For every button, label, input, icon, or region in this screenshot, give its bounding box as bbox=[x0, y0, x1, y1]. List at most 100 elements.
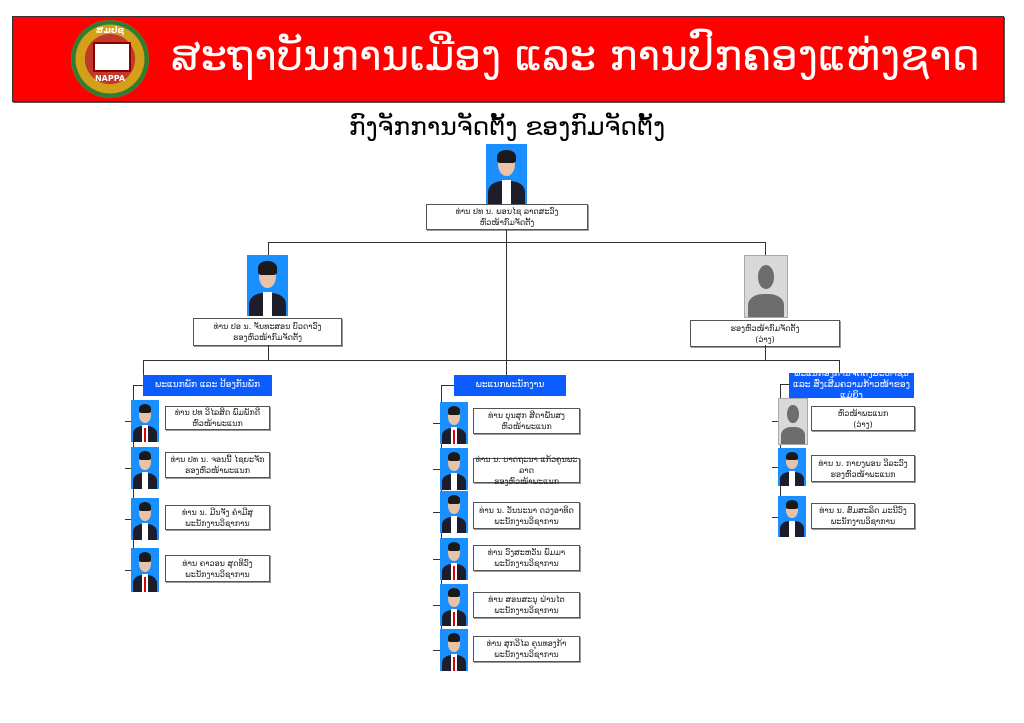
member-photo bbox=[440, 584, 468, 626]
connector-line bbox=[433, 559, 441, 560]
department-title: ພະແນກພະນັກງານ bbox=[475, 380, 545, 390]
header-banner: ສມປຊ NAPPA ສະຖາບັນການເມືອງ ແລະ ການປົກຄອງ… bbox=[12, 16, 1004, 102]
person-name: ທ່ານ ປອ ນ. ຈັນທະສອນ ບົວດາວົງ bbox=[213, 322, 322, 331]
connector-line bbox=[433, 605, 441, 606]
member-box: ທ່ານ ສຸກວິໄລ ຄູນທອງກ້າພະນັກງານວິຊາການ bbox=[473, 636, 580, 662]
person-name: ຫົວໜ້າພະແນກ bbox=[837, 408, 889, 418]
connector-line bbox=[433, 469, 441, 470]
connector-line bbox=[772, 420, 780, 422]
person-role: ຮອງຫົວໜ້າພະແນກ bbox=[830, 469, 896, 479]
connector-line bbox=[143, 360, 144, 375]
member-photo bbox=[440, 538, 468, 580]
connector-line bbox=[125, 519, 133, 520]
connector-line bbox=[125, 570, 133, 571]
person-role: (ວ່າງ) bbox=[853, 419, 873, 429]
connector-line bbox=[772, 467, 780, 468]
member-photo bbox=[131, 447, 159, 489]
member-box: ທ່ານ ນ. ກາຍງພອນ ວິລະວົງຮອງຫົວໜ້າພະແນກ bbox=[811, 455, 915, 482]
member-photo bbox=[131, 548, 159, 592]
member-photo bbox=[778, 448, 806, 486]
person-role: ພະນັກງານວິຊາການ bbox=[185, 518, 250, 528]
institute-name: ສະຖາບັນການເມືອງ ແລະ ການປົກຄອງແຫ່ງຊາດ bbox=[171, 31, 980, 80]
member-box: ທ່ານ ສອນສະນຸ ຝ່ານໄຕພະນັກງານວິຊາການ bbox=[473, 592, 580, 618]
member-photo bbox=[440, 402, 468, 444]
person-role: ພະນັກງານວິຊາການ bbox=[494, 650, 559, 659]
member-box: ທ່ານ ວົງສະຫວັນ ພົມມາພະນັກງານວິຊາການ bbox=[473, 545, 580, 571]
member-photo bbox=[131, 400, 159, 442]
member-box: ທ່ານ ຄາວອນ ສຸດທິວົງພະນັກງານວິຊາການ bbox=[165, 555, 270, 582]
connector-line bbox=[506, 229, 507, 242]
page-title: ກົງຈັກການຈັດຕັ້ງ ຂອງກົມຈັດຕັ້ງ bbox=[348, 112, 666, 141]
person-name: ທ່ານ ນ. ວັນນະນາ ດວງອາທິດ bbox=[479, 505, 574, 515]
connector-line bbox=[433, 512, 441, 513]
connector-line bbox=[765, 242, 766, 255]
person-role: ຮອງຫົວໜ້າພະແນກ bbox=[185, 466, 250, 475]
connector-line bbox=[268, 242, 766, 243]
connector-line bbox=[433, 423, 441, 424]
deputy-vacant-photo bbox=[744, 255, 788, 318]
person-name: ຮອງຫົວໜ້າກົມຈັດຕັ້ງ bbox=[730, 323, 800, 333]
person-name: ທ່ານ ນ. ມີນຈັງ ຄຳມີສຸ bbox=[181, 507, 254, 517]
connector-line bbox=[839, 360, 840, 373]
department-header: ພະແນກພັກ ແລະ ປ້ອງກັນພັກ bbox=[143, 375, 272, 396]
deputy-box: ທ່ານ ປອ ນ. ຈັນທະສອນ ບົວດາວົງຮອງຫົວໜ້າກົມ… bbox=[193, 318, 342, 346]
person-name: ທ່ານ ວົງສະຫວັນ ພົມມາ bbox=[487, 548, 566, 557]
member-photo bbox=[778, 398, 808, 445]
connector-line bbox=[441, 385, 454, 386]
book-icon bbox=[93, 42, 131, 72]
person-name: ທ່ານ ສຸກວິໄລ ຄູນທອງກ້າ bbox=[486, 639, 567, 648]
person-role: ພະນັກງານວິຊາການ bbox=[494, 516, 559, 526]
connector-line bbox=[125, 468, 133, 469]
person-name: ທ່ານ ປທ ນ. ພອນໄຊ ລາດສະວົງ bbox=[455, 207, 559, 216]
person-role: ພະນັກງານວິຊາການ bbox=[185, 569, 250, 579]
person-name: ທ່ານ ສອນສະນຸ ຝ່ານໄຕ bbox=[488, 595, 565, 604]
person-role: ຮອງຫົວໜ້າພະແນກ bbox=[494, 477, 559, 486]
logo-text-top: ສມປຊ bbox=[95, 26, 125, 36]
person-name: ທ່ານ ນ. ສົມສະລິດ ມະນີວົງ bbox=[819, 506, 907, 515]
person-name: ທ່ານ ນ. ບາດຖະນາ ແກ້ວຄູນພະລາດ bbox=[475, 455, 578, 475]
person-name: ທ່ານ ປທ ວິໄລສິດ ພົມພັກດີ bbox=[174, 408, 261, 417]
person-role: ຫົວໜ້າພະແນກ bbox=[501, 422, 552, 431]
person-role: ຫົວໜ້າກົມຈັດຕັ້ງ bbox=[479, 218, 535, 227]
department-title-line2: ແລະ ສົ່ງເສີມຄວາມກ້າວໜ້າຂອງແມ່ຍິງ bbox=[793, 380, 910, 401]
director-box: ທ່ານ ປທ ນ. ພອນໄຊ ລາດສະວົງຫົວໜ້າກົມຈັດຕັ້… bbox=[426, 204, 588, 230]
department-title: ພະແນກພັກ ແລະ ປ້ອງກັນພັກ bbox=[155, 380, 260, 390]
connector-line bbox=[268, 345, 269, 360]
person-role: ຮອງຫົວໜ້າກົມຈັດຕັ້ງ bbox=[233, 333, 302, 342]
connector-line bbox=[765, 345, 766, 360]
member-photo bbox=[440, 629, 468, 671]
deputy-photo bbox=[247, 255, 288, 316]
person-name: ທ່ານ ຄາວອນ ສຸດທິວົງ bbox=[182, 558, 253, 568]
department-header: ພະແນກອົງການຈັດຕັ້ງມະຫາຊົນແລະ ສົ່ງເສີມຄວາ… bbox=[789, 369, 914, 401]
connector-line bbox=[772, 516, 780, 518]
connector-line bbox=[506, 242, 507, 375]
person-role: ຫົວໜ້າພະແນກ bbox=[192, 419, 243, 428]
person-role: ພະນັກງານວິຊາການ bbox=[494, 606, 559, 615]
connector-line bbox=[780, 384, 789, 385]
member-box: ທ່ານ ບຸນສຸກ ສີດາພັນສງຫົວໜ້າພະແນກ bbox=[473, 408, 580, 434]
member-box: ທ່ານ ປທ ນ. ຈອນນີ້ ໄຊຍະຈັກຮອງຫົວໜ້າພະແນກ bbox=[165, 452, 270, 478]
department-header: ພະແນກພະນັກງານ bbox=[454, 375, 566, 396]
connector-line bbox=[133, 385, 143, 386]
person-name: ທ່ານ ນ. ກາຍງພອນ ວິລະວົງ bbox=[818, 458, 908, 468]
member-photo bbox=[131, 498, 159, 540]
person-name: ທ່ານ ປທ ນ. ຈອນນີ້ ໄຊຍະຈັກ bbox=[170, 455, 265, 464]
logo-text-bottom: NAPPA bbox=[94, 74, 126, 83]
member-photo bbox=[440, 491, 468, 533]
member-photo bbox=[440, 448, 468, 490]
director-photo bbox=[486, 144, 527, 204]
department-title: ພະແນກອົງການຈັດຕັ້ງມະຫາຊົນ bbox=[794, 369, 909, 379]
member-box: ທ່ານ ປທ ວິໄລສິດ ພົມພັກດີຫົວໜ້າພະແນກ bbox=[165, 406, 270, 430]
person-role: ພະນັກງານວິຊາການ bbox=[830, 517, 896, 526]
member-box: ທ່ານ ນ. ມີນຈັງ ຄຳມີສຸພະນັກງານວິຊາການ bbox=[165, 505, 270, 530]
member-box: ທ່ານ ນ. ບາດຖະນາ ແກ້ວຄູນພະລາດຮອງຫົວໜ້າພະແ… bbox=[473, 455, 580, 486]
member-box: ຫົວໜ້າພະແນກ(ວ່າງ) bbox=[811, 406, 915, 431]
member-box: ທ່ານ ນ. ສົມສະລິດ ມະນີວົງພະນັກງານວິຊາການ bbox=[811, 503, 915, 529]
person-role: (ວ່າງ) bbox=[755, 334, 775, 344]
member-photo bbox=[778, 496, 806, 537]
institute-logo: ສມປຊ NAPPA bbox=[71, 20, 149, 98]
connector-line bbox=[433, 650, 441, 651]
connector-line bbox=[143, 360, 840, 361]
person-role: ພະນັກງານວິຊາການ bbox=[494, 559, 559, 568]
deputy-vacant-box: ຮອງຫົວໜ້າກົມຈັດຕັ້ງ(ວ່າງ) bbox=[690, 320, 840, 347]
